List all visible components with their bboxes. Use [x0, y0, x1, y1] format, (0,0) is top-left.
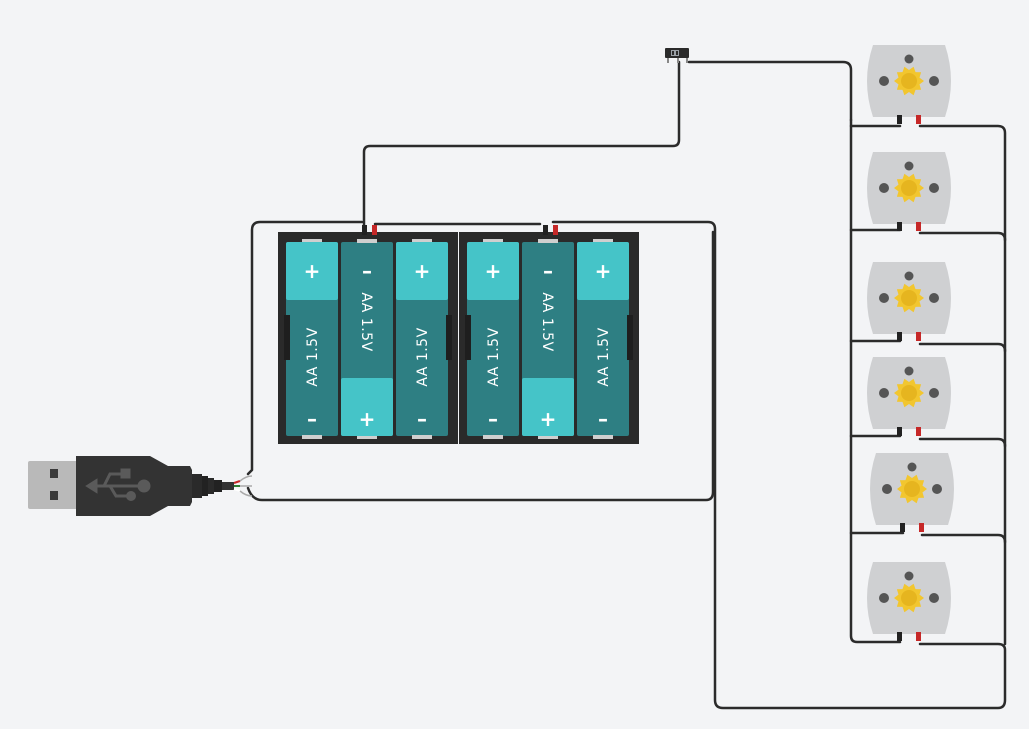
cell-label: AA 1.5V — [415, 327, 431, 386]
cell-terminal-top: + — [304, 259, 321, 283]
aa-cell: + – AA 1.5V — [286, 239, 338, 439]
cell-terminal-top: + — [595, 259, 612, 283]
cell-label: AA 1.5V — [486, 327, 502, 386]
motor-terminal-positive[interactable] — [916, 115, 921, 124]
motor-terminal-positive[interactable] — [919, 523, 924, 532]
usb-cable[interactable] — [28, 456, 253, 516]
motor-terminal-negative[interactable] — [900, 523, 905, 532]
dc-motor-1[interactable] — [867, 45, 951, 124]
dc-motor-4[interactable] — [867, 357, 951, 436]
cell-terminal-top: + — [485, 259, 502, 283]
pack-terminal-positive[interactable] — [372, 225, 377, 235]
gear-icon — [894, 66, 924, 96]
gear-icon — [894, 173, 924, 203]
gear-icon — [894, 583, 924, 613]
cell-label: AA 1.5V — [358, 292, 374, 351]
motor-terminal-positive[interactable] — [916, 632, 921, 641]
dc-motor-5[interactable] — [870, 453, 954, 532]
motor-terminal-positive[interactable] — [916, 222, 921, 231]
gear-icon — [894, 378, 924, 408]
battery-pack-1[interactable]: + – AA 1.5V – + AA 1.5V + – AA 1.5V — [278, 225, 458, 444]
motor-terminal-negative[interactable] — [897, 632, 902, 641]
battery-packs: + – AA 1.5V – + AA 1.5V + – AA 1.5V + – AA 1.5V – + AA… — [278, 225, 639, 444]
wire-pack2-positive[interactable] — [551, 220, 1007, 710]
wire-switch-to-pack[interactable] — [362, 60, 681, 230]
cell-terminal-bottom: – — [488, 407, 498, 431]
pack-terminal-positive[interactable] — [553, 225, 558, 235]
battery-pack-2[interactable]: + – AA 1.5V – + AA 1.5V + – AA 1.5V — [459, 225, 639, 444]
dc-motor-2[interactable] — [867, 152, 951, 231]
cell-terminal-bottom: – — [307, 407, 317, 431]
aa-cell: – + AA 1.5V — [341, 239, 393, 439]
cell-terminal-top: – — [362, 259, 372, 283]
wire-left-bus[interactable] — [849, 118, 902, 644]
wire-usb-top[interactable] — [246, 220, 364, 476]
cell-terminal-bottom: + — [359, 407, 376, 431]
cell-label: AA 1.5V — [596, 327, 612, 386]
motor-terminal-positive[interactable] — [916, 427, 921, 436]
aa-cell: + – AA 1.5V — [467, 239, 519, 439]
wire-right-bus[interactable] — [918, 124, 1007, 646]
pack-terminal-negative[interactable] — [362, 225, 367, 235]
dc-motor-3[interactable] — [867, 262, 951, 341]
aa-cell: + – AA 1.5V — [396, 239, 448, 439]
gear-icon — [894, 283, 924, 313]
usb-plug-metal — [28, 461, 80, 509]
cell-terminal-top: + — [414, 259, 431, 283]
gear-icon — [897, 474, 927, 504]
motor-terminal-negative[interactable] — [897, 222, 902, 231]
dc-motors — [867, 45, 954, 641]
cell-terminal-top: – — [543, 259, 553, 283]
pack-terminal-negative[interactable] — [543, 225, 548, 235]
cell-terminal-bottom: + — [540, 407, 557, 431]
aa-cell: + – AA 1.5V — [577, 239, 629, 439]
motor-terminal-negative[interactable] — [897, 427, 902, 436]
usb-icon — [85, 468, 151, 501]
slide-switch[interactable] — [665, 48, 689, 63]
motor-terminal-positive[interactable] — [916, 332, 921, 341]
cell-label: AA 1.5V — [305, 327, 321, 386]
motor-terminal-negative[interactable] — [897, 332, 902, 341]
wire-usb-bottom[interactable] — [246, 230, 715, 502]
cell-terminal-bottom: – — [598, 407, 608, 431]
cell-terminal-bottom: – — [417, 407, 427, 431]
motor-terminal-negative[interactable] — [897, 115, 902, 124]
wire-switch-to-motors[interactable] — [687, 60, 853, 122]
cell-label: AA 1.5V — [539, 292, 555, 351]
dc-motor-6[interactable] — [867, 562, 951, 641]
wires — [246, 60, 1007, 710]
aa-cell: – + AA 1.5V — [522, 239, 574, 439]
